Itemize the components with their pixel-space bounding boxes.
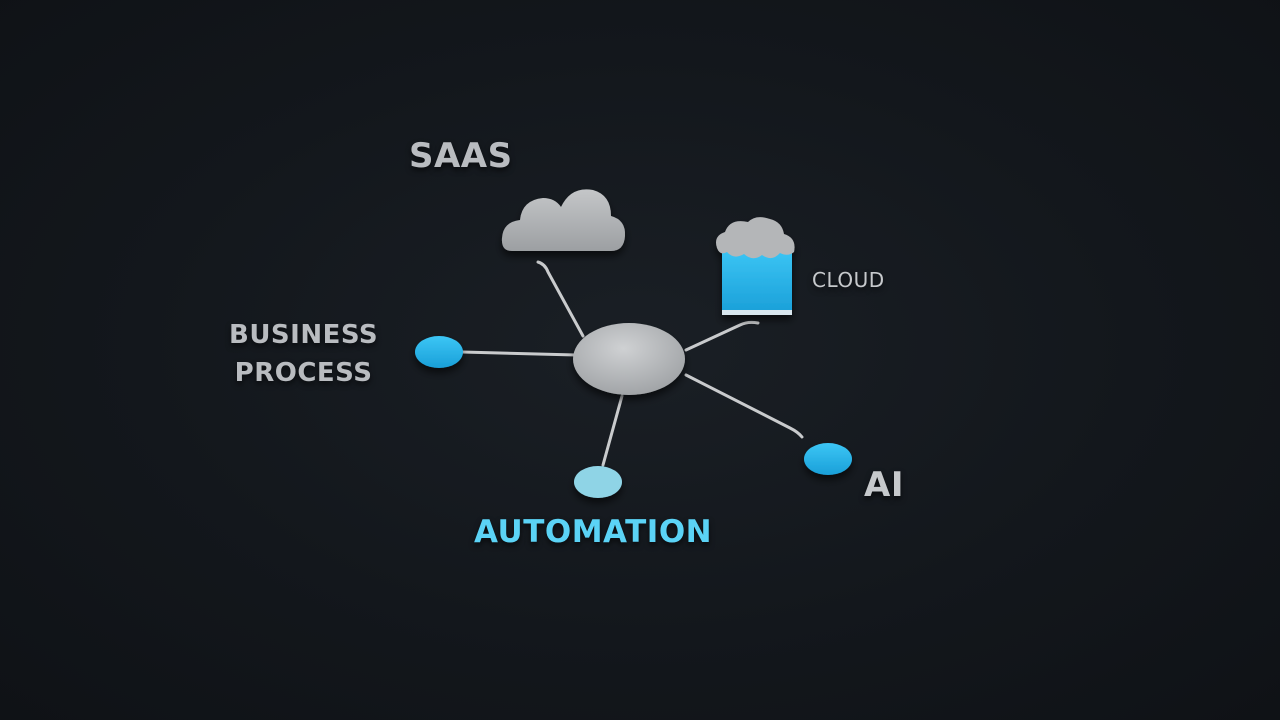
cloud-storage-icon [716,217,795,315]
ai-label: AI [864,465,904,505]
connector-business [460,350,578,357]
connector-automation [601,394,624,467]
cloud-label: CLOUD [812,268,885,292]
central-hub [573,323,685,395]
connector-lines [460,260,804,467]
business-process-label-line1: BUSINESS [229,320,379,350]
saas-label: SAAS [409,136,513,176]
automation-label: AUTOMATION [474,514,713,550]
connector-saas [536,260,585,338]
automation-dot [574,466,622,498]
cloud-icon [501,189,626,251]
connector-ai [684,373,804,439]
business-process-label: BUSINESS PROCESS [229,316,378,392]
business-process-dot [415,336,463,368]
ai-dot [804,443,852,475]
connector-cloud [684,320,760,352]
business-process-label-line2: PROCESS [234,358,373,388]
